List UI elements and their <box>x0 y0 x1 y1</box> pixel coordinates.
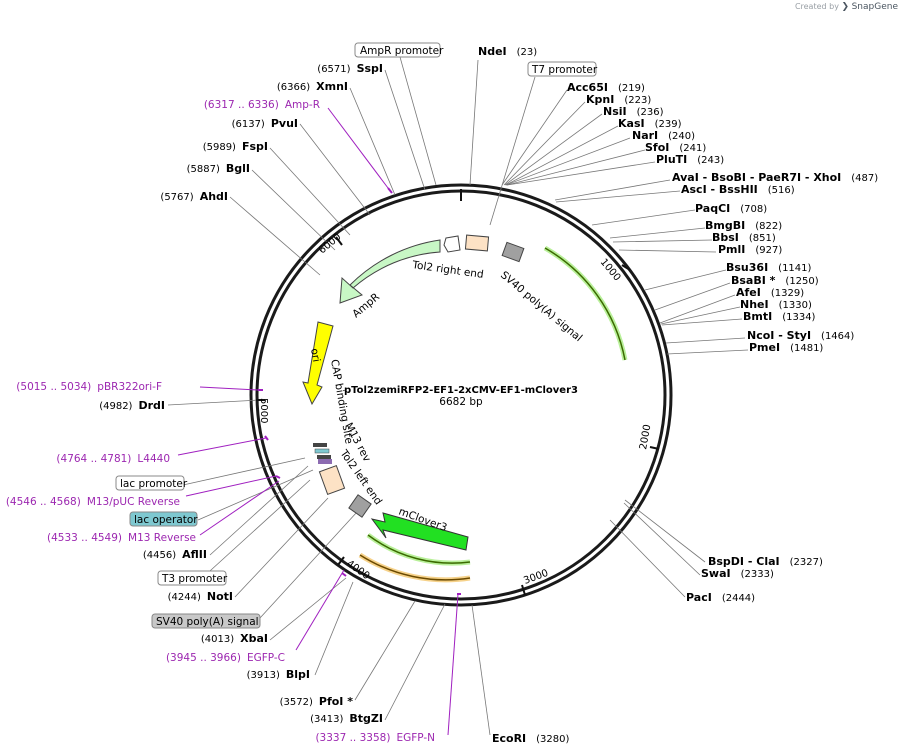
primer-pbr322ori-f: (5015 .. 5034)pBR322ori-F <box>16 381 162 393</box>
svg-text:SV40 poly(A) signal: SV40 poly(A) signal <box>156 616 259 628</box>
primer-amp-r: (6317 .. 6336)Amp-R <box>204 99 320 111</box>
boxed-feature-lac-operator: lac operator <box>129 511 198 527</box>
boxed-feature-sv40-polya: SV40 poly(A) signal <box>151 613 261 629</box>
tick-label-5000: 5000 <box>258 398 269 423</box>
svg-text:lac promoter: lac promoter <box>120 478 188 490</box>
site-nsii: NsiI(236) <box>603 105 664 118</box>
site-noti: (4244)NotI <box>168 590 233 603</box>
site-nhei: NheI(1330) <box>740 298 812 311</box>
leader-lines <box>167 56 749 736</box>
tick-label-1000: 1000 <box>598 257 623 284</box>
site-ndei: NdeI(23) <box>478 45 537 58</box>
feature-lower-green-arc-line <box>367 534 471 564</box>
primer-labels: (6317 .. 6336)Amp-R (5015 .. 5034)pBR322… <box>6 99 435 744</box>
plasmid-name: pTol2zemiRFP2-EF1-2xCMV-EF1-mClover3 <box>344 385 578 396</box>
primer-m13-reverse: (4533 .. 4549)M13 Reverse <box>47 532 196 544</box>
feature-sv40-top <box>501 241 525 263</box>
boxed-feature-amp-r-promoter: AmpR promoter <box>354 42 444 58</box>
map-label-tol2-right: Tol2 right end <box>411 259 485 281</box>
feature-tol2-left-box <box>318 465 346 495</box>
scale-ticks <box>256 189 660 596</box>
site-blpi: (3913)BlpI <box>247 668 310 681</box>
feature-lac-operator-box <box>314 448 330 454</box>
site-bmgbi: BmgBI(822) <box>705 219 782 232</box>
site-sspi: (6571)SspI <box>317 62 383 75</box>
site-nari: NarI(240) <box>632 129 695 142</box>
primer-lines <box>177 107 459 736</box>
site-sfoi: SfoI(241) <box>645 141 706 154</box>
map-label-sv40-top: SV40 poly(A) signal <box>498 269 584 344</box>
feature-sv40-bottom <box>348 494 372 518</box>
site-drdi: (4982)DrdI <box>99 399 165 412</box>
tick-label-2000: 2000 <box>638 424 653 451</box>
site-bsabi: BsaBI *(1250) <box>731 274 819 287</box>
site-pmli: PmlI(927) <box>718 243 782 256</box>
feature-mclover3-arrow <box>370 512 469 551</box>
credit-prefix: Created by <box>794 2 839 11</box>
svg-text:lac operator: lac operator <box>134 514 198 526</box>
site-ncoi-group: NcoI - StyI(1464) <box>747 329 854 342</box>
credit-brand: SnapGene <box>851 2 898 12</box>
svg-text:T7 promoter: T7 promoter <box>531 64 598 76</box>
site-pfoi: (3572)PfoI * <box>280 695 354 708</box>
backbone-outer <box>249 183 673 607</box>
primer-marks <box>258 187 461 595</box>
site-kpni: KpnI(223) <box>586 93 651 106</box>
svg-text:T3 promoter: T3 promoter <box>161 573 228 585</box>
site-pluti: PluTI(243) <box>656 153 724 166</box>
primer-egfp-n: (3337 .. 3358)EGFP-N <box>315 732 435 744</box>
site-acc65i: Acc65I(219) <box>567 81 645 94</box>
boxed-feature-lac-promoter: lac promoter <box>115 475 188 491</box>
site-xmni: (6366)XmnI <box>277 80 348 93</box>
site-bspdi-group: BspDI - ClaI(2327) <box>708 555 823 568</box>
primer-egfp-c: (3945 .. 3966)EGFP-C <box>166 652 285 664</box>
map-label-ori: ori <box>308 347 322 363</box>
primer-l4440: (4764 .. 4781)L4440 <box>56 453 170 465</box>
site-labels: NdeI(23) Acc65I(219) KpnI(223) NsiI(236)… <box>478 45 878 745</box>
site-fspi: (5989)FspI <box>203 140 268 153</box>
svg-text:AmpR promoter: AmpR promoter <box>360 45 444 57</box>
boxed-feature-t3-promoter: T3 promoter <box>157 570 228 586</box>
site-avai-group: AvaI - BsoBI - PaeR7I - XhoI(487) <box>672 171 878 184</box>
site-aflii: (4456)AflII <box>143 548 207 561</box>
site-swai: SwaI(2333) <box>701 567 774 580</box>
site-pvui: (6137)PvuI <box>232 117 298 130</box>
primer-m13-puc-reverse: (4546 .. 4568)M13/pUC Reverse <box>6 496 180 508</box>
site-xbai: (4013)XbaI <box>201 632 268 645</box>
site-ecori: EcoRI(3280) <box>492 732 570 745</box>
feature-m13-box <box>317 455 331 459</box>
site-bbsi: BbsI(851) <box>712 231 776 244</box>
feature-tol2-right-arrow <box>443 235 461 253</box>
boxed-feature-t7-promoter: T7 promoter <box>527 61 598 77</box>
site-bmti: BmtI(1334) <box>743 310 816 323</box>
site-asci-group: AscI - BssHII(516) <box>681 183 795 196</box>
tick-label-6000: 6000 <box>317 232 344 257</box>
site-pmei: PmeI(1481) <box>749 341 823 354</box>
feature-ori-arrow <box>302 321 334 406</box>
plasmid-length: 6682 bp <box>439 396 483 408</box>
site-btgzi: (3413)BtgZI <box>310 712 383 725</box>
site-afei: AfeI(1329) <box>736 286 804 299</box>
site-paqci: PaqCI(708) <box>695 202 767 215</box>
site-bsu36i: Bsu36I(1141) <box>726 261 812 274</box>
feature-m13-rev-box <box>318 459 332 464</box>
feature-cap-box <box>313 443 327 447</box>
snapgene-logo: ❯ <box>841 2 850 12</box>
feature-sv40-arc-line <box>544 247 626 361</box>
snapgene-credit: Created by ❯ SnapGene <box>795 2 898 12</box>
feature-lower-orange-arc-line <box>359 554 471 581</box>
site-labels-left: (3413)BtgZI (3572)PfoI * (3913)BlpI (401… <box>99 62 383 725</box>
feature-ampr-arrow <box>339 239 441 304</box>
site-bgli: (5887)BglI <box>187 162 250 175</box>
site-kasi: KasI(239) <box>618 117 682 130</box>
site-paci: PacI(2444) <box>686 591 755 604</box>
site-ahdi: (5767)AhdI <box>160 190 228 203</box>
feature-tol2-right-box <box>464 234 490 252</box>
